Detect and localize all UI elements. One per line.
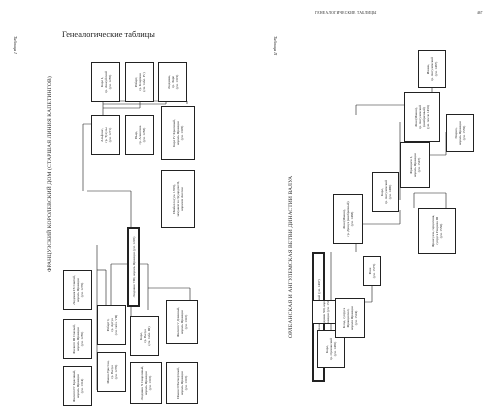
running-header: ГЕНЕАЛОГИЧЕСКИЕ ТАБЛИЦЫ: [315, 11, 377, 15]
person-francis-i: Франциск I, король Франции (ум. 1547): [400, 142, 430, 188]
person-renee: Рене (ум. 1575): [363, 256, 381, 286]
person-louis-xii: Людовик XII, король Франции (ум. 1515): [312, 300, 339, 324]
person-philip-iii: Филипп III Смелый, король Франции (ум. 1…: [63, 319, 92, 359]
person-jean-angouleme: Жан (Иоанн), гр. Ангулемский (внебрачный…: [404, 92, 440, 142]
person-francoise: Франсуаза, герцогиня, супруга Генриха II…: [418, 208, 456, 254]
person-jean-dunois: Жан (Иоанн), гр. Дюнуа (внебрачный) (ум.…: [333, 194, 363, 244]
person-philip-iv: Филипп IV Красивый, король Франции (ум. …: [63, 366, 92, 406]
person-peter: Пьер, гр. Алансона (ум. 1283): [125, 115, 154, 155]
person-louis-x: Людовик X Сварливый, король Франции (ум.…: [130, 362, 162, 404]
person-john-i: Иоанн I Посмертный, король Франции (ум. …: [166, 362, 198, 404]
person-charles-angouleme: Карл, гр. Ангулемский (ум. 1496): [372, 172, 399, 212]
person-charles-iv: Карл IV Красивый, король Франции (ум. 13…: [161, 106, 195, 160]
person-louis-evreux: Людовик, гр. Эврё (ум. 1319): [158, 62, 187, 102]
person-isabella: Изабелла (ум. 1358), замужем за Эдуардом…: [161, 170, 195, 228]
person-charles-valois: Карл, гр. Валуа (см. табл. III): [130, 316, 159, 356]
person-john-angouleme: Иоанн, гр. Ангулемский (ум. 1467): [418, 50, 446, 88]
person-robert-artois: Роберт I, гр. Артуа (см. табл. VII): [97, 305, 126, 345]
person-claude: Клод, супруга Франциска I, короля Франци…: [335, 298, 365, 338]
person-charles-anjou: Карл I, гр. Анжуйский (ум. 1285): [91, 62, 120, 102]
person-louis-viii: Людовик VIII, король Франции (ум. 1226): [127, 227, 140, 307]
person-robert-clermont: Роберт, гр. Клермон (см. табл. IV): [125, 62, 154, 102]
person-john-tristan: Иоанн-Тристан, гр. Валуа (ум. 1270): [97, 352, 126, 392]
page-number: 467: [477, 11, 483, 15]
person-henri: Генрих, король Франции (ум. 1559): [446, 114, 474, 152]
person-philip-v: Филипп V Длинный, король Франции (ум. 13…: [166, 300, 198, 344]
person-alphonse: Альфонс, гр. Тулузы (ум. 1271): [91, 115, 120, 155]
person-louis-ix: Людовик IX Святой, король Франции (ум. 1…: [63, 270, 92, 310]
section-title: Генеалогические таблицы: [62, 30, 155, 39]
